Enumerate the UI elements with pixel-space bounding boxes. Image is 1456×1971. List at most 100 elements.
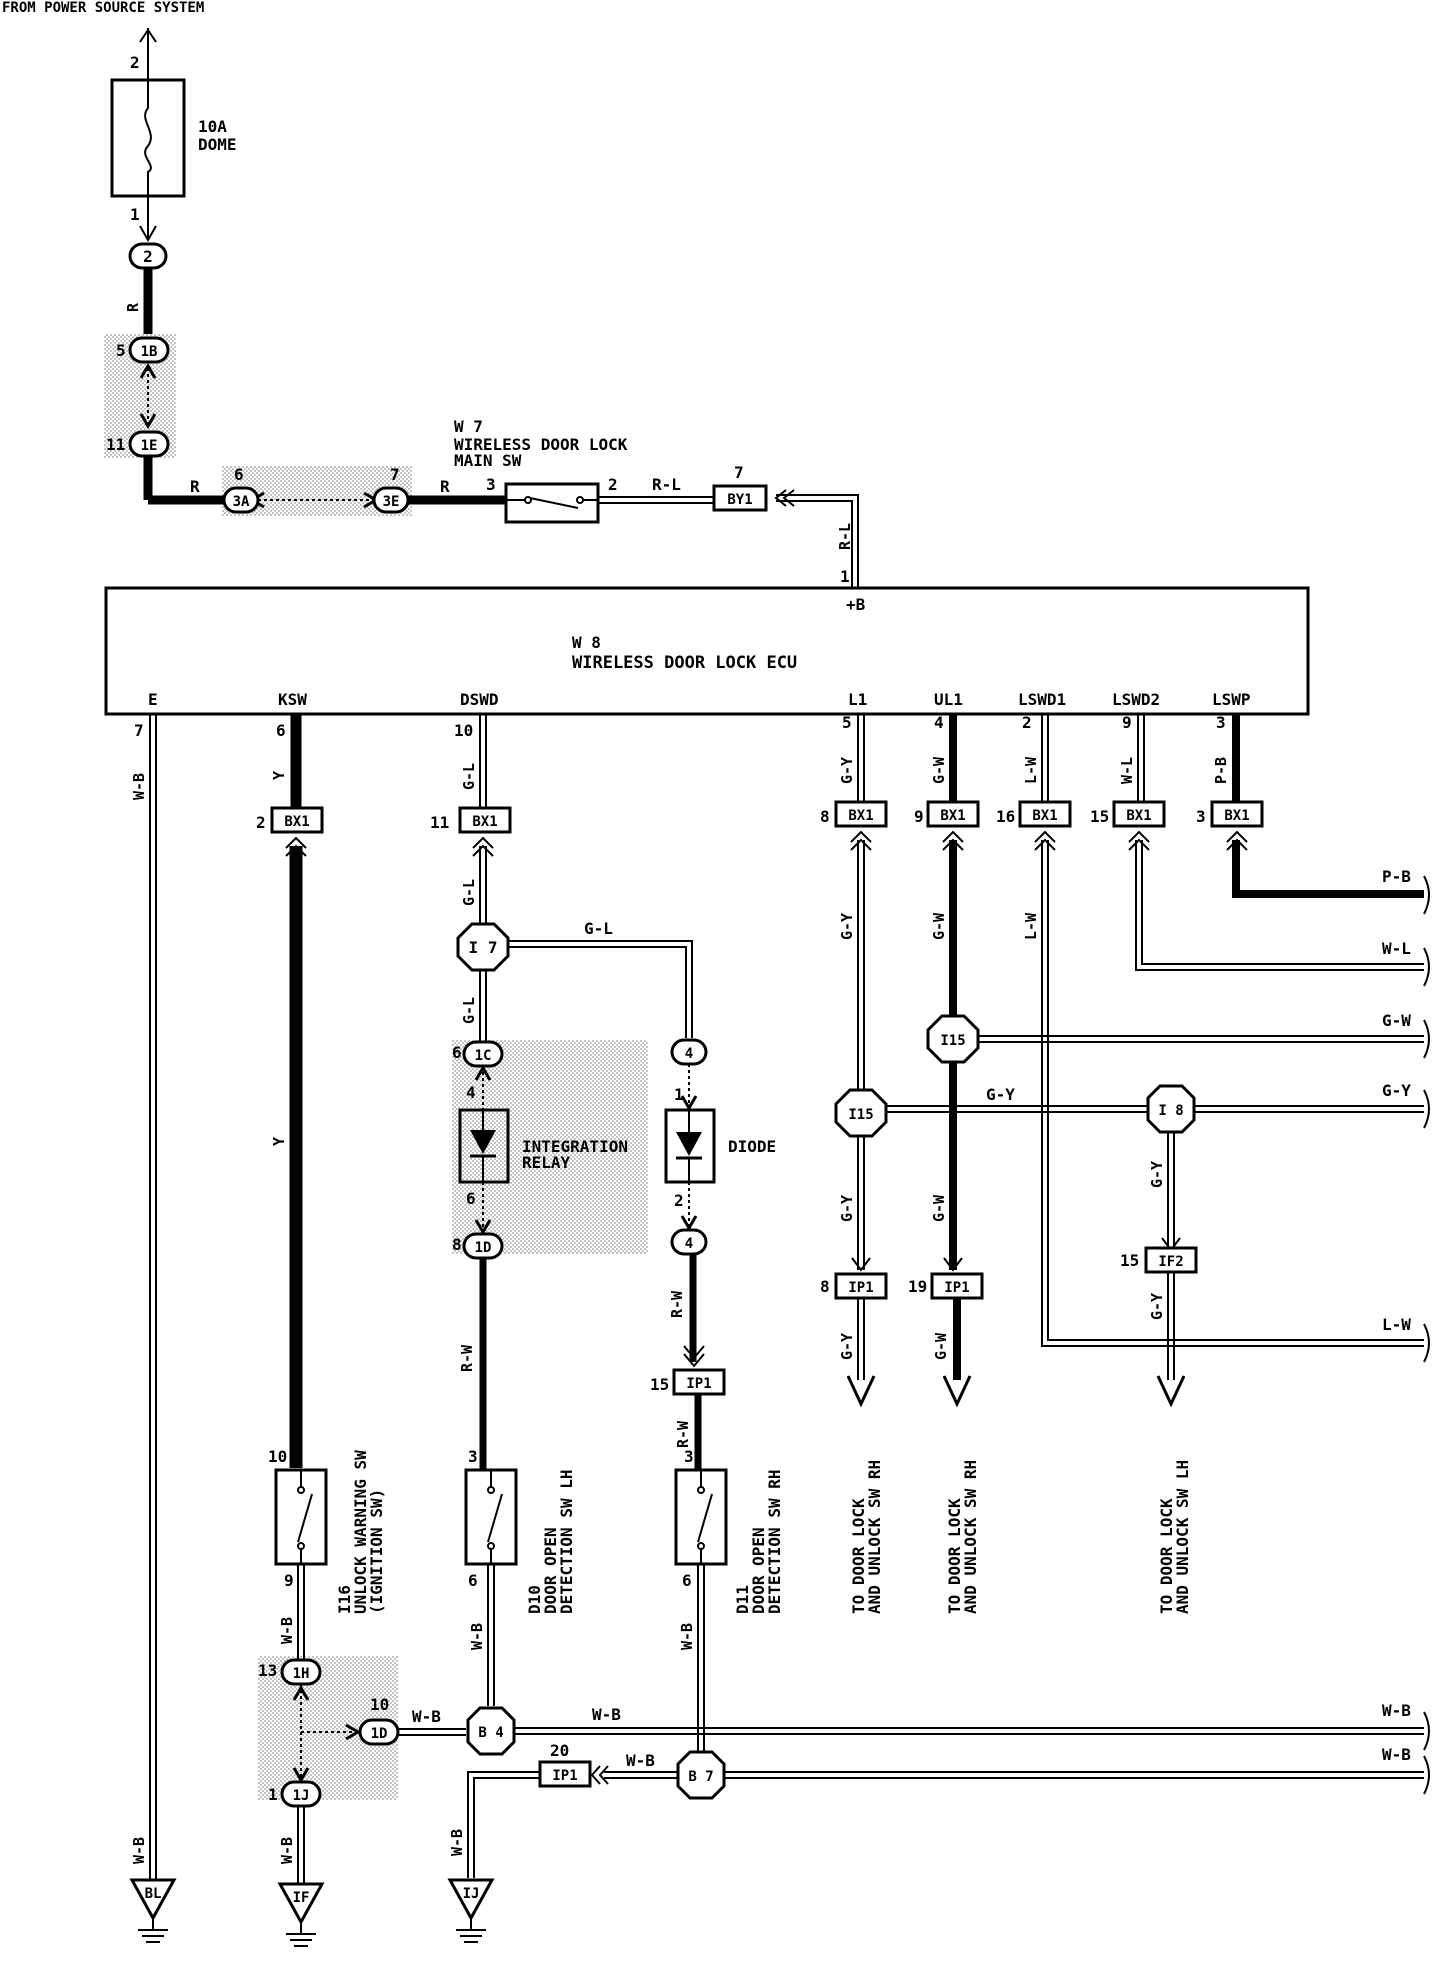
svg-text:G-W: G-W xyxy=(930,912,948,940)
svg-text:W-B: W-B xyxy=(130,1837,148,1864)
junction-i8: I 8 xyxy=(1146,1084,1196,1134)
connector-1d-lower: 10 1D xyxy=(358,1695,400,1746)
junction-i15-right: I15 xyxy=(926,1014,980,1064)
svg-text:G-Y: G-Y xyxy=(1148,1161,1166,1188)
svg-text:IF: IF xyxy=(293,1890,310,1906)
wire-i16-down: W-B W-B xyxy=(278,1564,361,1884)
svg-text:W-B: W-B xyxy=(1382,1701,1411,1720)
connector-1d-upper: 8 1D xyxy=(452,1232,504,1260)
svg-text:G-W: G-W xyxy=(932,1332,950,1360)
ecu-term-e: E xyxy=(148,690,158,709)
wire-dswd-gl: 10 G-L 11 BX1 G-L G-L xyxy=(430,714,512,1042)
svg-text:W-B: W-B xyxy=(468,1623,486,1650)
svg-text:+B: +B xyxy=(846,595,866,614)
svg-text:IP1: IP1 xyxy=(552,1768,577,1784)
svg-text:15: 15 xyxy=(650,1375,669,1394)
svg-text:IJ: IJ xyxy=(463,1886,480,1902)
wire-d10-b4: W-B xyxy=(468,1564,495,1706)
connector-1e: 11 1E xyxy=(106,430,170,458)
svg-text:6: 6 xyxy=(468,1571,478,1590)
svg-text:G-W: G-W xyxy=(930,1194,948,1222)
svg-text:1B: 1B xyxy=(141,344,158,360)
svg-text:2: 2 xyxy=(143,247,153,266)
svg-text:I15: I15 xyxy=(848,1107,873,1123)
svg-text:L-W: L-W xyxy=(1382,1315,1411,1334)
svg-text:BX1: BX1 xyxy=(940,808,965,824)
switch-i16: 9 I16 UNLOCK WARNING SW (IGNITION SW) xyxy=(274,1450,386,1614)
svg-text:DETECTION SW RH: DETECTION SW RH xyxy=(765,1470,784,1615)
svg-text:MAIN SW: MAIN SW xyxy=(454,451,522,470)
wire-d11-b7: W-B xyxy=(678,1564,705,1752)
fuse-dome: 2 10A DOME 1 xyxy=(110,28,237,243)
svg-text:BX1: BX1 xyxy=(284,814,309,830)
svg-text:3: 3 xyxy=(1216,713,1226,732)
svg-text:1: 1 xyxy=(674,1085,684,1104)
svg-text:W-B: W-B xyxy=(412,1707,441,1726)
junction-i15-left: I15 xyxy=(834,1088,888,1138)
ecu-w8: +B W 8 WIRELESS DOOR LOCK ECU E KSW DSWD… xyxy=(104,586,1310,716)
svg-text:R-L: R-L xyxy=(836,523,854,550)
svg-text:B 4: B 4 xyxy=(478,1725,503,1741)
svg-text:1: 1 xyxy=(130,205,140,224)
svg-text:6: 6 xyxy=(276,721,286,740)
svg-text:7: 7 xyxy=(390,465,400,484)
svg-text:1D: 1D xyxy=(475,1240,492,1256)
svg-text:BX1: BX1 xyxy=(1126,808,1151,824)
wire-i7-diode: G-L xyxy=(508,919,693,1038)
ecu-term-lswd2: LSWD2 xyxy=(1112,690,1160,709)
ground-if: IF xyxy=(277,1882,325,1947)
svg-text:BL: BL xyxy=(145,1886,162,1902)
svg-text:BX1: BX1 xyxy=(848,808,873,824)
svg-text:P-B: P-B xyxy=(1212,757,1230,784)
svg-text:I16: I16 xyxy=(335,1585,354,1614)
svg-text:L-W: L-W xyxy=(1022,912,1040,940)
svg-text:P-B: P-B xyxy=(1382,867,1411,886)
ground-ij: IJ xyxy=(447,1878,495,1943)
svg-text:R-W: R-W xyxy=(668,1290,686,1318)
svg-text:G-Y: G-Y xyxy=(986,1085,1015,1104)
svg-text:W-L: W-L xyxy=(1382,939,1411,958)
svg-text:TO DOOR LOCK: TO DOOR LOCK xyxy=(849,1498,868,1614)
svg-text:5: 5 xyxy=(116,341,126,360)
svg-text:R-W: R-W xyxy=(674,1420,692,1448)
wire-diode-rw: R-W 15 IP1 R-W 3 xyxy=(650,1254,726,1470)
svg-text:D11: D11 xyxy=(733,1585,752,1614)
svg-text:6: 6 xyxy=(452,1043,462,1062)
svg-text:R-W: R-W xyxy=(458,1344,476,1372)
connector-2: 2 xyxy=(128,242,168,270)
svg-text:W-B: W-B xyxy=(1382,1745,1411,1764)
svg-text:I15: I15 xyxy=(940,1033,965,1049)
svg-text:BX1: BX1 xyxy=(1224,808,1249,824)
svg-text:4: 4 xyxy=(685,1236,693,1252)
svg-text:TO DOOR LOCK: TO DOOR LOCK xyxy=(945,1498,964,1614)
svg-text:G-L: G-L xyxy=(460,879,478,906)
svg-text:3: 3 xyxy=(1196,807,1206,826)
wire-ksw-y: 6 Y 2 BX1 Y 10 xyxy=(256,714,324,1468)
svg-text:2: 2 xyxy=(674,1191,684,1210)
svg-text:G-L: G-L xyxy=(584,919,613,938)
junction-b4: B 4 xyxy=(466,1706,516,1756)
svg-text:Y: Y xyxy=(270,1137,288,1146)
svg-text:D10: D10 xyxy=(525,1585,544,1614)
svg-text:1H: 1H xyxy=(293,1666,310,1682)
wire-bus-wb-lower: W-B xyxy=(724,1745,1430,1795)
svg-text:TO DOOR LOCK: TO DOOR LOCK xyxy=(1157,1498,1176,1614)
wire-e-wb: 7 W-B W-B xyxy=(130,714,157,1880)
svg-text:20: 20 xyxy=(550,1741,569,1760)
svg-text:G-L: G-L xyxy=(460,763,478,790)
svg-text:10A: 10A xyxy=(198,117,227,136)
svg-text:9: 9 xyxy=(1122,713,1132,732)
svg-text:1: 1 xyxy=(840,567,850,586)
wire-gw-right: G-W xyxy=(978,1011,1430,1059)
svg-text:13: 13 xyxy=(258,1661,277,1680)
svg-text:(IGNITION SW): (IGNITION SW) xyxy=(367,1489,386,1614)
svg-text:G-W: G-W xyxy=(930,756,948,784)
connector-4-lower: 4 xyxy=(670,1228,708,1256)
wire-1d-b4: W-B xyxy=(398,1707,466,1736)
svg-text:G-Y: G-Y xyxy=(1382,1081,1411,1100)
dest-rh-2: TO DOOR LOCK AND UNLOCK SW RH xyxy=(945,1460,980,1614)
svg-text:1J: 1J xyxy=(293,1788,310,1804)
integration-relay: 4 INTEGRATION RELAY 6 xyxy=(458,1065,628,1235)
svg-text:9: 9 xyxy=(284,1571,294,1590)
